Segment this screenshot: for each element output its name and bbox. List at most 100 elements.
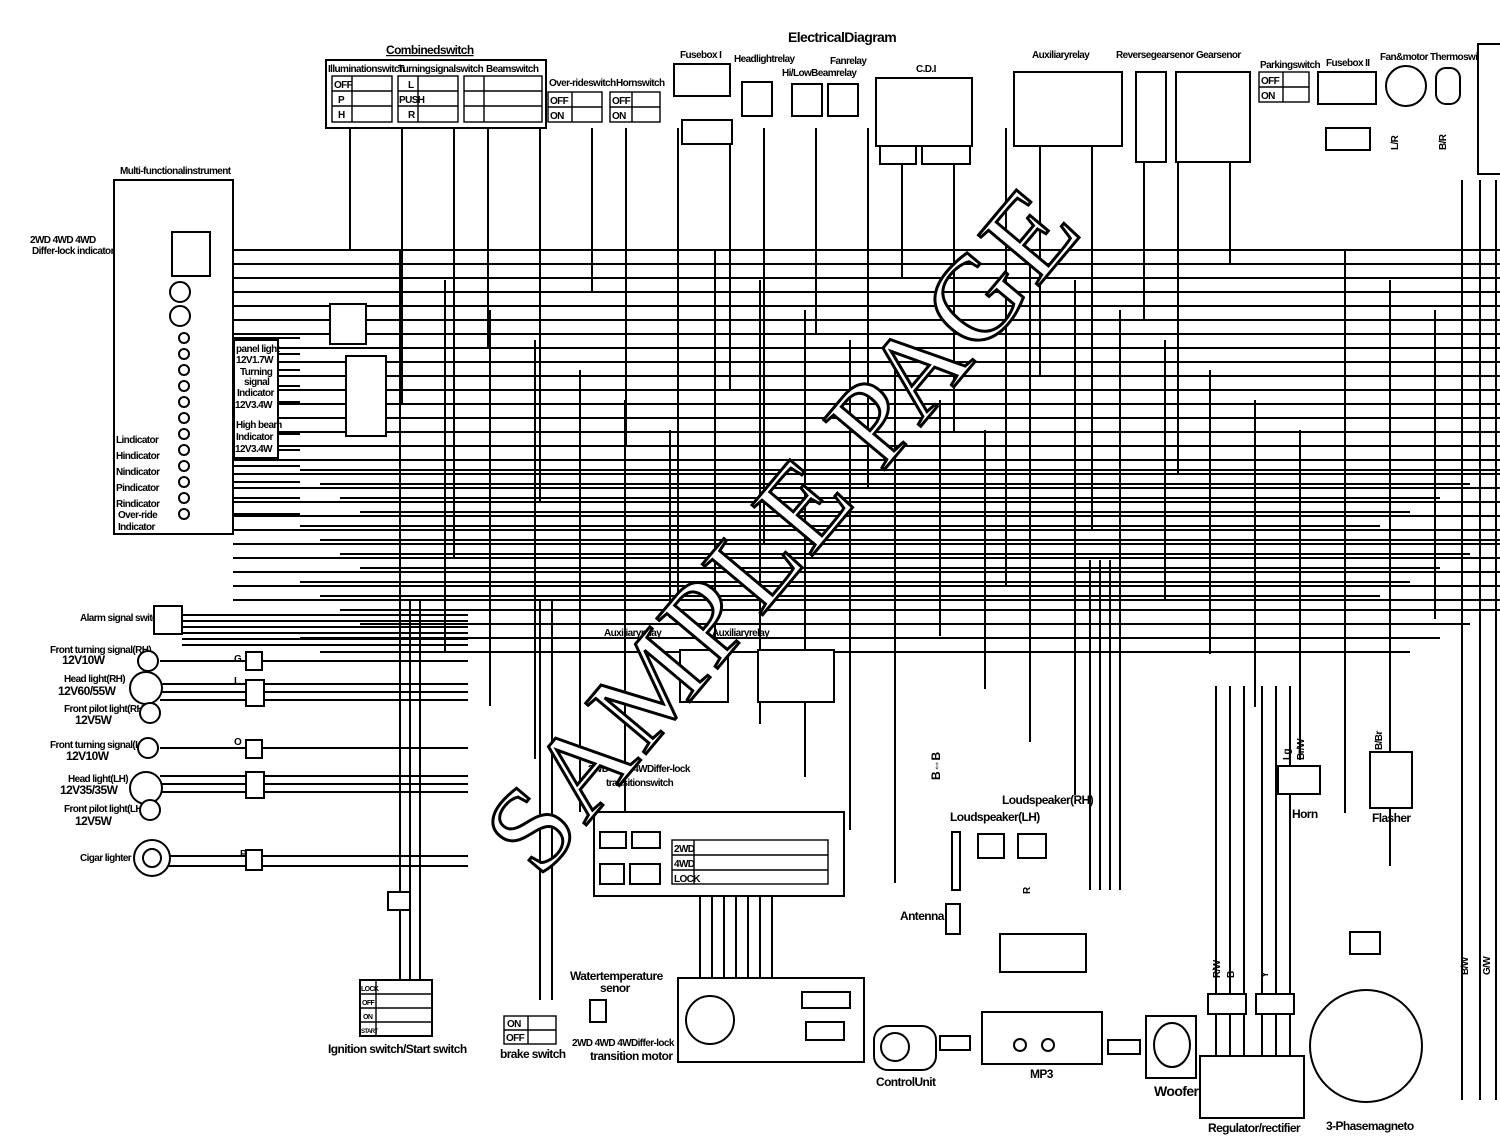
turning-spec: 12V3.4W (235, 400, 273, 411)
indicator-bulb (178, 476, 190, 488)
cigar-lighter-label: Cigar lighter (80, 853, 132, 864)
illum-h: H (338, 110, 345, 121)
fan-relay-label: Fanrelay (830, 56, 867, 67)
p-indicator: Pindicator (116, 483, 160, 494)
ignition-switch: LOCK OFF ON START Ignition switch/Start … (328, 891, 467, 1056)
differ-lock-indicator-l1: 2WD 4WD 4WD (30, 235, 96, 246)
front-turn-lh-spec: 12V10W (66, 749, 110, 763)
horn-switch-label: Hornswitch (616, 78, 665, 89)
indicator-bulb (178, 396, 190, 408)
wire-code-p: P (240, 849, 247, 860)
high-beam-label-2: Indicator (236, 432, 274, 443)
water-temp-label-2: senor (600, 981, 631, 995)
antenna (945, 903, 961, 935)
fusebox-2: Fusebox II (1317, 58, 1377, 151)
loudspeaker-rh-label: Loudspeaker(RH) (1002, 793, 1094, 807)
loudspeaker-lh (977, 833, 1005, 859)
flasher: Flasher (1369, 751, 1413, 825)
indicator-bulb (178, 332, 190, 344)
combined-switch-title: Combinedswitch (386, 43, 474, 57)
illumination-switch-label: Illuminationswitch (328, 64, 405, 75)
instrument-connector-2 (345, 355, 387, 437)
indicator-bulb (178, 428, 190, 440)
parking-off: OFF (1261, 76, 1280, 87)
headlight-rh-spec: 12V60/55W (58, 684, 117, 698)
front-pilot-rh-label: Front pilot light(RH) (64, 704, 146, 715)
front-turn-rh-label: Front turning signal(RH) (50, 645, 151, 656)
indicator-bulb (178, 508, 190, 520)
right-edge-component (1477, 43, 1500, 175)
high-beam-spec: 12V3.4W (235, 444, 273, 455)
wire-code-br: B/R (1438, 133, 1449, 150)
instrument-connector-1 (329, 303, 367, 345)
wire-code-o: O (234, 737, 242, 748)
fan-motor-label: Fan&motor (1380, 52, 1429, 63)
auxiliary-relay-top-label: Auxiliaryrelay (1032, 50, 1090, 61)
fan-relay: Fanrelay (827, 56, 868, 117)
parking-switch: Parkingswitch OFF ON (1258, 60, 1321, 103)
headlight-lh-label: Head light(LH) (68, 774, 128, 785)
left-components: Alarm signal switch Front turning signal… (50, 605, 265, 877)
wire-code-lg: Lg (1282, 748, 1293, 760)
headlight-lh-spec: 12V35/35W (60, 783, 119, 797)
row-4wd: 4WD (674, 859, 695, 870)
brake-switch: ON OFF brake switch (500, 1015, 566, 1061)
wire-code-y: Y (1260, 971, 1271, 978)
aux-relay-left-label: Auxiliaryrelay (604, 628, 662, 639)
wire-code-b: B (1226, 971, 1237, 978)
wire-code-r: R (1022, 886, 1033, 894)
turn-l: L (408, 80, 414, 91)
differ-lock-switch (593, 811, 845, 897)
illum-off: OFF (334, 80, 353, 91)
mp3-unit (981, 1011, 1103, 1065)
indicator-bulb (178, 380, 190, 392)
front-pilot-lh-spec: 12V5W (75, 814, 113, 828)
h-indicator: Hindicator (116, 451, 160, 462)
turning-label-2: signal (244, 377, 270, 388)
diagram-title: ElectricalDiagram (788, 29, 896, 45)
horn: Horn (1277, 765, 1321, 821)
differ-lock-switch-label-1: 2WD 4WD 4WDiffer-lock (588, 764, 691, 775)
brake-on: ON (507, 1019, 521, 1030)
differ-lock-indicator-l2: Differ-lock indicator (32, 246, 115, 257)
auxiliary-relays-middle: Auxiliaryrelay Auxiliaryrelay 2WD 4WD 4W… (588, 628, 845, 897)
antenna-label: Antenna (900, 909, 945, 923)
indicator-bulb (178, 444, 190, 456)
indicator-bulb (178, 492, 190, 504)
aux-relay-right-label: Auxiliaryrelay (712, 628, 770, 639)
auxiliary-relay-top: Auxiliaryrelay (1013, 50, 1123, 147)
thermoswitch: Thermoswitch (1430, 52, 1492, 105)
loudspeaker-lh-label: Loudspeaker(LH) (950, 810, 1040, 824)
row-lock: LOCK (674, 874, 701, 885)
loudspeaker-rh (1017, 833, 1047, 859)
headlight-relay: Headlightrelay (734, 54, 796, 117)
over-ride-switch: Over-rideswitch OFF ON (547, 78, 617, 123)
transition-motor-label-1: 2WD 4WD 4WDiffer-lock (572, 1038, 675, 1049)
front-turn-lh-label: Front turning signal(LH) (50, 740, 150, 751)
alarm-signal-switch (153, 605, 183, 635)
mp3-label: MP3 (1030, 1067, 1054, 1081)
illum-p: P (338, 95, 345, 106)
front-turn-rh-spec: 12V10W (62, 653, 106, 667)
panel-light-label: panel light (236, 344, 281, 355)
fusebox-2-label: Fusebox II (1326, 58, 1370, 69)
wire-code-gw: G/W (1482, 956, 1493, 975)
cdi-label: C.D.I (916, 64, 937, 75)
combined-switch: Combinedswitch Illuminationswitch Turnin… (325, 43, 547, 129)
brake-off: OFF (506, 1033, 525, 1044)
flasher-label: Flasher (1372, 811, 1411, 825)
ign-off: OFF (362, 1000, 376, 1007)
alarm-signal-switch-label: Alarm signal switch (80, 613, 163, 624)
differ-lock-switch-label-2: transitionswitch (606, 778, 674, 789)
indicator-bulbs (178, 332, 190, 520)
water-temp-label-1: Watertemperature (570, 969, 664, 983)
indicator-bulb (178, 348, 190, 360)
horn-off: OFF (612, 96, 631, 107)
wire-code-bbr: B/Br (1374, 731, 1385, 750)
thermoswitch-label: Thermoswitch (1430, 52, 1491, 63)
multi-functional-instrument: Multi-functionalinstrument 2WD 4WD 4WD D… (30, 166, 283, 535)
over-ride-switch-label: Over-rideswitch (549, 78, 616, 89)
hi-low-beam-relay-label: Hi/LowBeamrelay (782, 68, 857, 79)
magneto-label: 3-Phasemagneto (1326, 1119, 1414, 1133)
